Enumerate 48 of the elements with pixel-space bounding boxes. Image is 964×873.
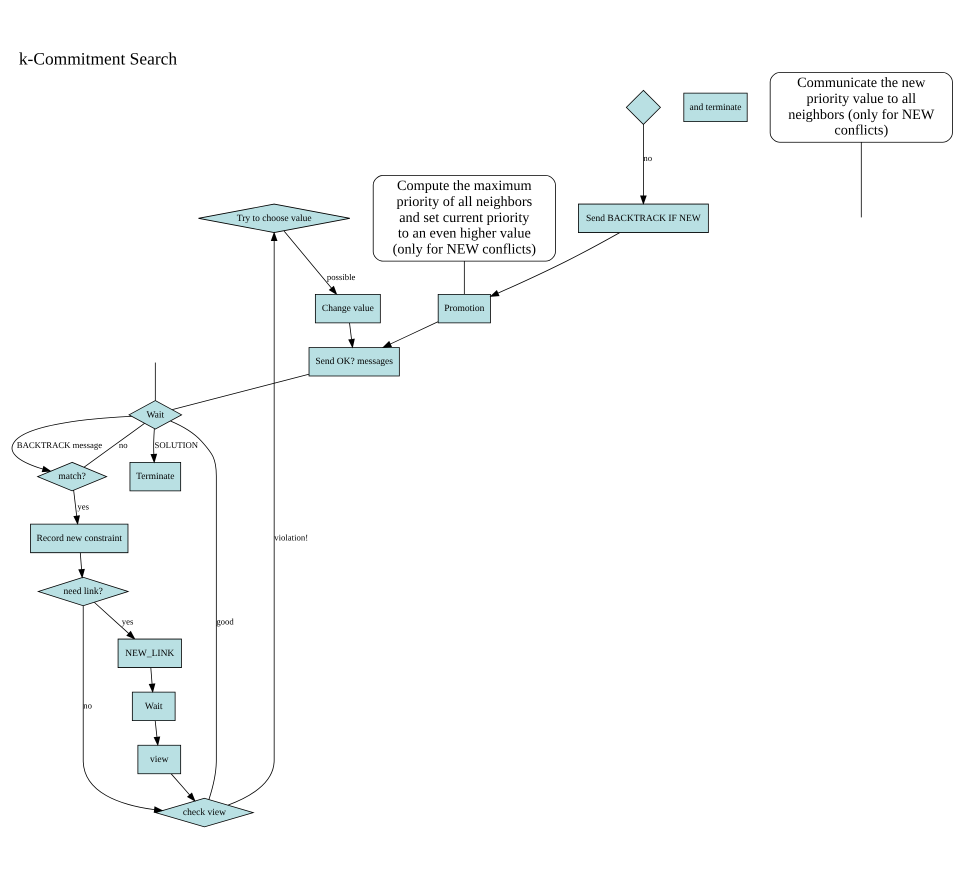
arrow: [170, 772, 196, 802]
node-box: Change value: [314, 293, 381, 323]
arrow: [78, 552, 85, 578]
edge-label: yes: [77, 501, 90, 512]
arrow: [148, 666, 156, 693]
edge-label: possible: [326, 271, 356, 282]
node-diamond: Try to choose value: [198, 203, 350, 232]
arrow: [73, 490, 80, 525]
node-box: Wait: [132, 691, 176, 721]
node-box: Promotion: [438, 293, 491, 323]
node-box: Compute the maximum priority of all neighbors and set current priority to an even higher value (only for NEW conflicts): [372, 174, 556, 261]
edge-label: BACKTRACK message: [16, 439, 102, 450]
node-box: Terminate: [130, 461, 182, 491]
node-diamond: Wait: [128, 400, 182, 430]
node-box: and terminate: [683, 92, 748, 122]
edge-label: violation!: [274, 532, 308, 542]
node-box: Send BACKTRACK IF NEW: [578, 203, 709, 232]
node-box: view: [137, 744, 182, 774]
node-box: Communicate the new priority value to all neighbors (only for NEW conflicts): [770, 72, 953, 142]
arrow: [490, 232, 620, 296]
connector: [464, 260, 465, 294]
edge-label: no: [118, 439, 128, 450]
edge-label: yes: [122, 616, 134, 626]
arrow: [284, 230, 338, 295]
connector: [84, 422, 145, 468]
edge-label: no: [83, 700, 92, 710]
node-box: Record new constraint: [30, 523, 128, 553]
node-diamond: need link?: [37, 576, 130, 606]
arrow: [348, 322, 355, 348]
edge-label: good: [216, 616, 234, 626]
connector: [170, 420, 217, 800]
connector: [860, 142, 862, 218]
node-box: NEW_LINK: [118, 638, 182, 668]
arrow: [94, 602, 136, 640]
node-diamond: match?: [36, 461, 108, 491]
edge-label: SOLUTION: [154, 439, 198, 450]
node-diamond: [626, 89, 661, 124]
arrow: [154, 720, 160, 746]
arrow: [150, 428, 158, 463]
arrow: [228, 230, 278, 805]
connector: [172, 373, 310, 410]
node-box: Send OK? messages: [308, 346, 400, 376]
arrow: [382, 320, 438, 348]
connector: [154, 362, 156, 400]
arrow: [12, 415, 132, 472]
arrow: [82, 605, 164, 812]
arrow: [640, 124, 647, 205]
diagram-title: k-Commitment Search: [18, 48, 178, 68]
